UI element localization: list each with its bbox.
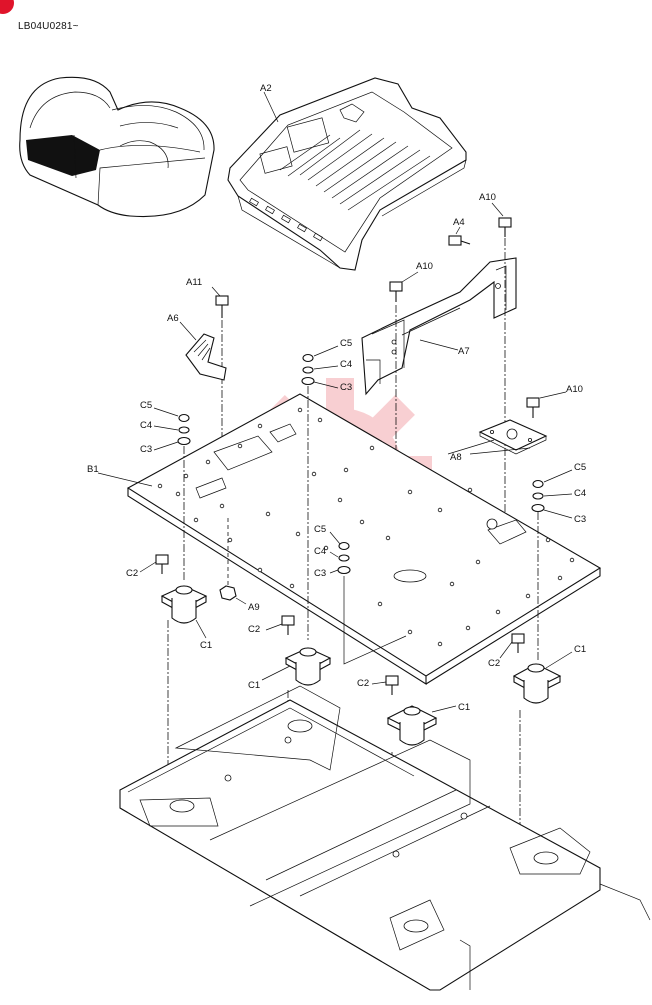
callout-c1-rc: C1 [458, 702, 470, 713]
callout-c5-right: C5 [574, 462, 586, 473]
fastener-stack-left: C5 C4 C3 [140, 400, 191, 580]
fastener-stack-top: C5 C4 C3 [301, 338, 352, 640]
callout-c3-mid: C3 [314, 568, 326, 579]
nut-a9: A9 [219, 518, 260, 613]
lower-frame [119, 685, 651, 991]
callout-a9: A9 [248, 602, 260, 613]
callout-c3-left: C3 [140, 444, 152, 455]
callout-c1-left: C1 [200, 640, 212, 651]
callout-c5-left: C5 [140, 400, 152, 411]
lever-a6: A6 [167, 313, 227, 381]
callout-c4-mid: C4 [314, 546, 326, 557]
fastener-stack-right: C5 C4 C3 [531, 462, 586, 660]
leader-line [343, 576, 407, 665]
mount-c1-centre: C2 C1 [248, 615, 332, 720]
document-code: LB04U0281~ [18, 21, 79, 32]
bolt-a10-right: A10 [526, 384, 583, 418]
callout-c1-right: C1 [574, 644, 586, 655]
corner-tab [0, 0, 14, 14]
callout-c3-right: C3 [574, 514, 586, 525]
mount-c1-right: C2 C1 [488, 633, 586, 850]
callout-a6: A6 [167, 313, 179, 324]
seat-illustration [19, 76, 215, 218]
bolt-a4: A4 [448, 217, 471, 246]
callout-a10-top: A10 [479, 192, 496, 203]
callout-a11: A11 [186, 277, 202, 288]
callout-a10-mid: A10 [416, 261, 433, 272]
callout-a8: A8 [450, 452, 462, 463]
callout-c5-mid: C5 [314, 524, 326, 535]
callout-a4: A4 [453, 217, 465, 228]
callout-c2-right: C2 [488, 658, 500, 669]
callout-c4-right: C4 [574, 488, 586, 499]
callout-a7: A7 [458, 346, 470, 357]
callout-c2-left: C2 [126, 568, 138, 579]
mount-c1-left: C2 C1 [126, 554, 212, 796]
callout-c2-rc: C2 [357, 678, 369, 689]
bracket-a7: A7 [361, 257, 517, 396]
callout-c5-top: C5 [340, 338, 352, 349]
plate-a8: A8 [447, 419, 548, 463]
base-plate-b1: B1 [87, 393, 602, 685]
callout-b1: B1 [87, 464, 99, 475]
callout-a10-right: A10 [566, 384, 583, 395]
callout-a2: A2 [260, 83, 272, 94]
floor-mat-a2: A2 [227, 77, 467, 271]
callout-c2-centre: C2 [248, 624, 260, 635]
callout-c1-centre: C1 [248, 680, 260, 691]
callout-c4-top: C4 [340, 359, 352, 370]
callout-c3-top: C3 [340, 382, 352, 393]
fastener-stack-middle: C5 C4 C3 [314, 524, 351, 579]
callout-c4-left: C4 [140, 420, 152, 431]
bolt-a10-top: A10 [479, 192, 512, 520]
